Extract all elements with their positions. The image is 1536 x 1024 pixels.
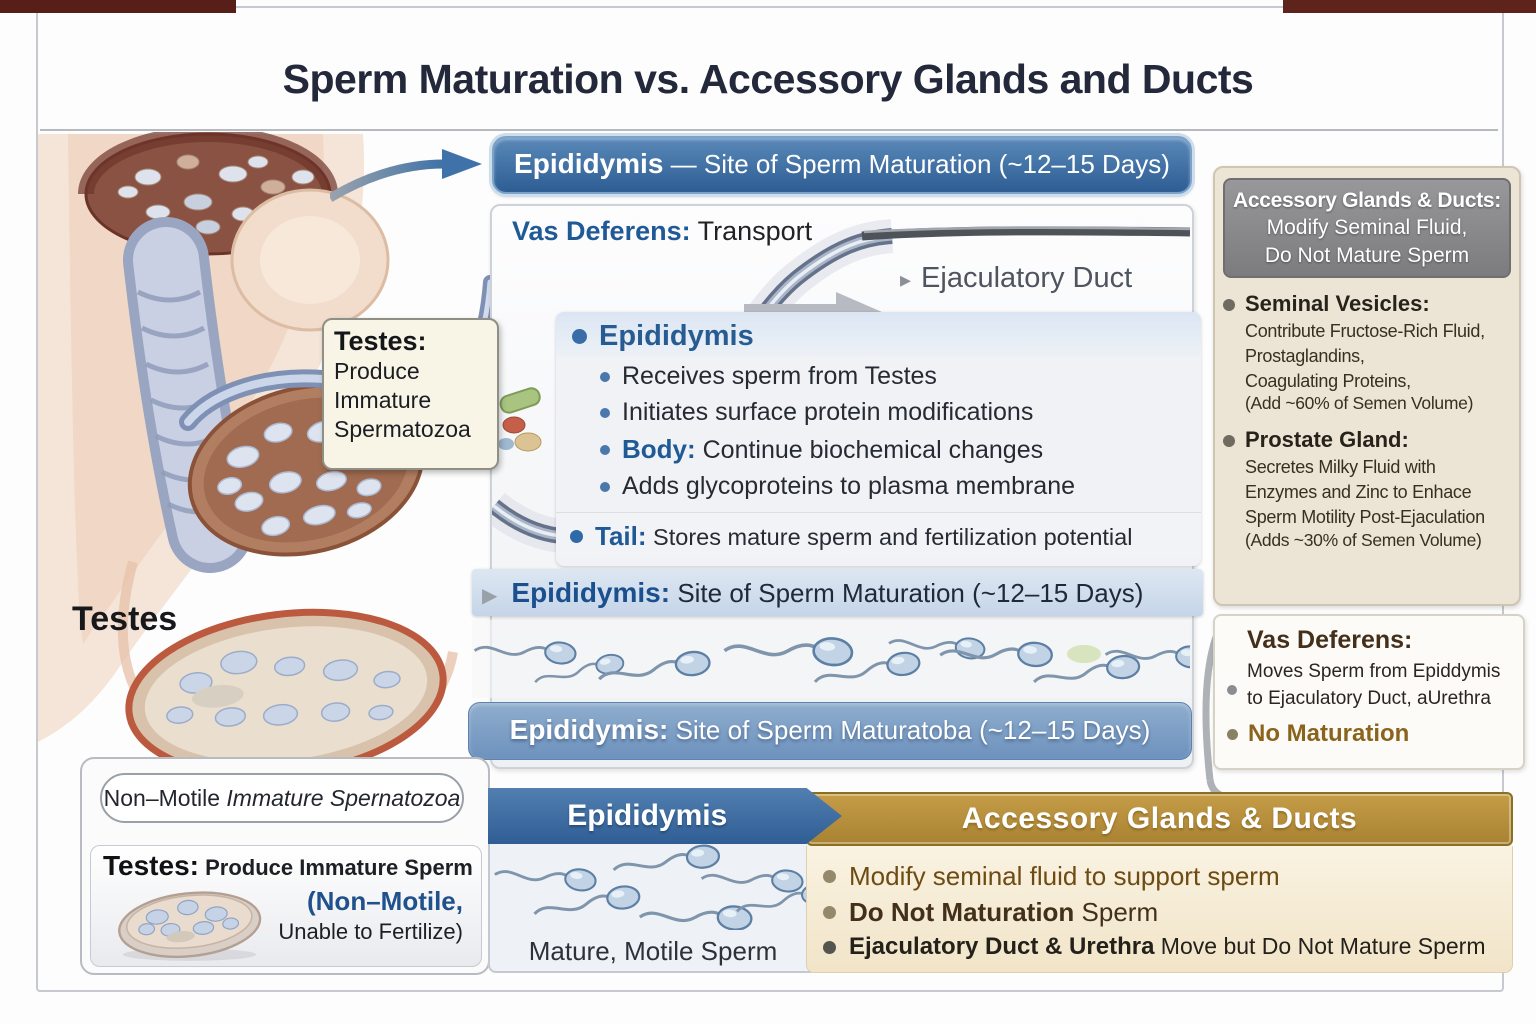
mature-sperm-caption: Mature, Motile Sperm bbox=[528, 936, 778, 966]
vas-deferens-bold: Vas Deferens: bbox=[512, 216, 691, 246]
small-arrow-icon: ▸ bbox=[900, 267, 912, 292]
bullet-dot-icon bbox=[570, 530, 583, 543]
bullet-dot-icon bbox=[1227, 728, 1238, 740]
epididymis-info-heading: Epididymis bbox=[556, 312, 1201, 357]
banner-rest-text: — Site of Sperm Maturation (~12–15 Days) bbox=[663, 149, 1170, 179]
top-left-tissue-strip bbox=[0, 0, 236, 13]
bullet-dot-icon bbox=[1223, 435, 1235, 448]
accessory-glands-header: Accessory Glands & Ducts: Modify Seminal… bbox=[1223, 178, 1511, 278]
epididymis-maturation-banner: Epididymis — Site of Sperm Maturation (~… bbox=[492, 136, 1192, 194]
testes-summary-group: Non–Motile Immature Spernatozoa Test bbox=[80, 757, 490, 975]
accessory-glands-banner: Accessory Glands & Ducts bbox=[806, 792, 1513, 846]
accessory-bullet-1: Modify seminal fluid to support sperm bbox=[823, 861, 1504, 892]
epididymis-card-header: Epididymis bbox=[488, 788, 842, 844]
accessory-bullet-3: Ejaculatory Duct & Urethra Move but Do N… bbox=[823, 933, 1504, 961]
bullet-dot-icon bbox=[600, 407, 610, 418]
prostate-gland-section: Prostate Gland: Secretes Milky Fluid wit… bbox=[1223, 427, 1511, 550]
vas-deferens-heading: Vas Deferens: Transport bbox=[512, 216, 812, 247]
bullet-dot-icon bbox=[823, 940, 836, 954]
vas-deferens-rest: Transport bbox=[690, 216, 813, 246]
male-anatomy-illustration bbox=[38, 132, 497, 777]
tail-bullet: Tail: Stores mature sperm and fertilizat… bbox=[556, 512, 1201, 558]
bullet-dot-icon bbox=[1223, 298, 1235, 311]
sperm-maturation-panel: Vas Deferens: Transport ▸Ejaculatory Duc… bbox=[468, 204, 1203, 769]
maturing-sperm-row-illustration bbox=[472, 620, 1190, 698]
chevron-right-icon: ▶ bbox=[482, 585, 498, 607]
bullet-dot-icon bbox=[823, 906, 836, 919]
body-bullet: Body: Continue biochemical changes bbox=[556, 429, 1201, 467]
epididymis-card-body: Mature, Motile Sperm bbox=[488, 842, 818, 973]
epididymis-bullet-1: Receives sperm from Testes bbox=[556, 357, 1201, 393]
epididymis-info-box: Epididymis Receives sperm from Testes In… bbox=[556, 312, 1201, 566]
mature-sperm-illustration bbox=[492, 844, 814, 930]
testes-summary-box: Testes: Produce Immature Sperm (Non–Moti… bbox=[90, 845, 482, 967]
vas-deferens-panel-title: Vas Deferens: bbox=[1247, 626, 1413, 654]
no-maturation-bullet: No Maturation bbox=[1227, 720, 1515, 748]
testes-box-line1: Testes: Produce Immature Sperm bbox=[103, 850, 473, 881]
non-motile-pill: Non–Motile Immature Spernatozoa bbox=[100, 773, 464, 823]
bullet-dot-icon bbox=[600, 371, 610, 382]
epididymis-maturation-strip-light: ▶Epididymis: Site of Sperm Maturation (~… bbox=[472, 569, 1203, 616]
testis-dish-icon bbox=[118, 891, 262, 961]
vas-deferens-panel: Vas Deferens: Moves Sperm from Epiddymis… bbox=[1213, 614, 1525, 770]
bullet-dot-icon bbox=[1227, 684, 1237, 695]
seminal-vesicles-section: Seminal Vesicles: Contribute Fructose-Ri… bbox=[1223, 291, 1511, 414]
accessory-bullet-2: Do Not Maturation Sperm bbox=[823, 897, 1504, 928]
epididymis-maturation-strip-dark: Epididymis: Site of Sperm Maturatoba (~1… bbox=[468, 702, 1192, 760]
bullet-dot-icon bbox=[572, 329, 587, 344]
page-title: Sperm Maturation vs. Accessory Glands an… bbox=[282, 56, 1254, 102]
bullet-dot-icon bbox=[823, 870, 836, 883]
glycoproteins-bullet: Adds glycoproteins to plasma membrane bbox=[556, 467, 1201, 503]
arrow-to-epididymis-banner-icon bbox=[330, 149, 482, 202]
epididymis-bullet-2: Initiates surface protein modifications bbox=[556, 393, 1201, 429]
title-divider bbox=[40, 129, 1498, 131]
top-right-tissue-strip bbox=[1283, 0, 1536, 13]
testes-callout-title: Testes: bbox=[334, 326, 427, 356]
accessory-glands-panel: Accessory Glands & Ducts: Modify Seminal… bbox=[1213, 166, 1521, 606]
banner-bold-text: Epididymis bbox=[514, 148, 664, 179]
testes-callout: Testes: Produce Immature Spermatozoa bbox=[322, 318, 499, 470]
ejaculatory-duct-label: ▸Ejaculatory Duct bbox=[900, 262, 1133, 294]
testes-box-line2: (Non–Motile, bbox=[307, 886, 463, 916]
accessory-glands-bullets: Modify seminal fluid to support sperm Do… bbox=[806, 846, 1513, 973]
vas-deferens-bullet: Moves Sperm from Epiddymis to Ejaculator… bbox=[1227, 659, 1515, 712]
bullet-dot-icon bbox=[600, 444, 610, 455]
testes-label: Testes bbox=[72, 600, 178, 638]
bullet-dot-icon bbox=[600, 481, 610, 492]
sperm-beads-icon bbox=[498, 387, 542, 452]
testes-box-line3: Unable to Fertilize) bbox=[278, 919, 463, 944]
